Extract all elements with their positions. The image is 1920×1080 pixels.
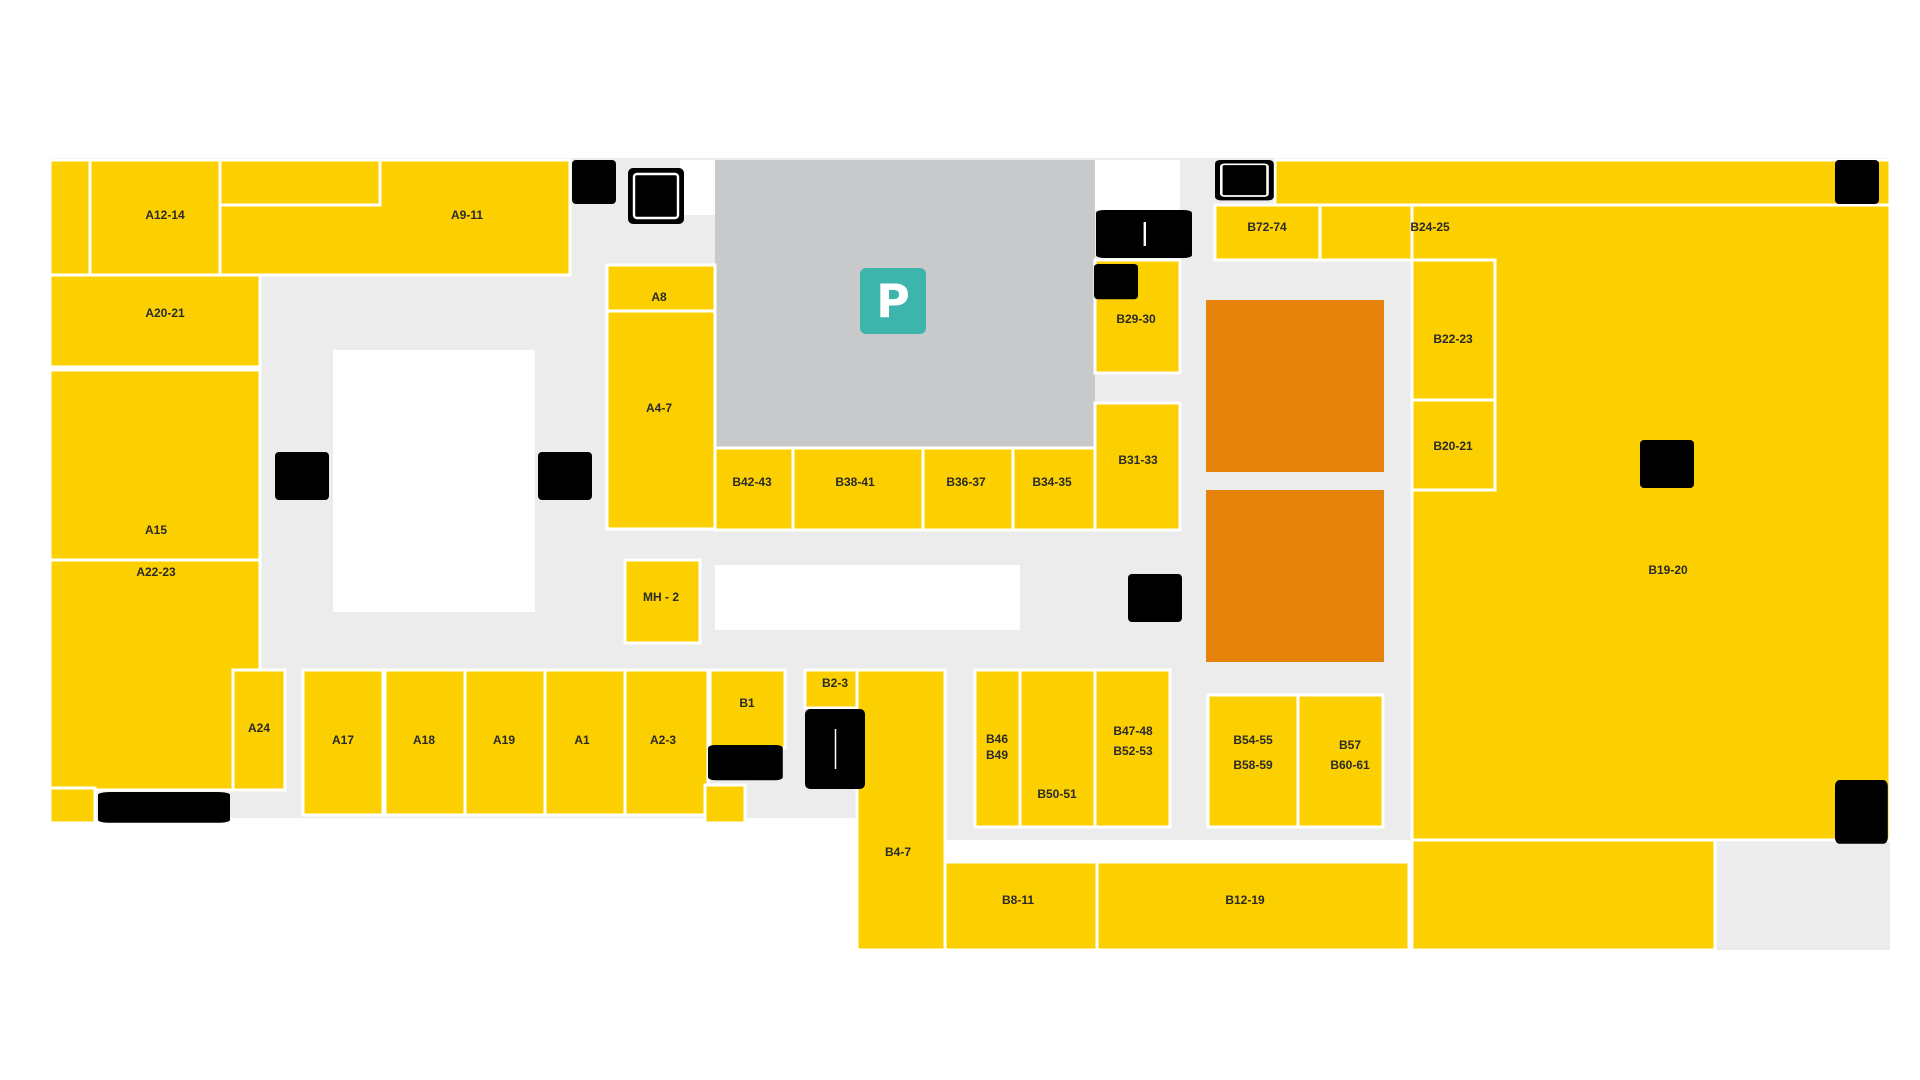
unit-b34-35[interactable] <box>1011 446 1097 532</box>
restroom-icon[interactable] <box>1094 208 1194 260</box>
unit-b-strip-top[interactable] <box>1273 158 1892 207</box>
unit-b38-41[interactable] <box>791 446 925 532</box>
unit-label: B34-35 <box>1032 475 1072 489</box>
unit-a-strip[interactable] <box>48 158 92 277</box>
escalator-icon[interactable] <box>1128 574 1182 622</box>
unit-label: A1 <box>574 733 590 747</box>
unit-label: B52-53 <box>1113 744 1153 758</box>
emergency-exit-icon[interactable] <box>572 160 616 204</box>
parking-label: P <box>876 274 910 328</box>
void-area <box>1095 160 1180 210</box>
unit-label: B60-61 <box>1330 758 1370 772</box>
unit-b54-55-b58-59[interactable] <box>1206 693 1300 829</box>
anchor-unit-lower[interactable] <box>1206 490 1384 662</box>
unit-a15[interactable] <box>48 368 262 564</box>
unit-mh-2[interactable] <box>623 558 702 645</box>
unit-label: B46 <box>986 732 1008 746</box>
unit-b4-7[interactable] <box>855 668 947 952</box>
unit-label: B22-23 <box>1433 332 1473 346</box>
unit-a9-11[interactable] <box>218 158 572 277</box>
unit-a12-14-upper[interactable] <box>218 158 382 207</box>
unit-a17[interactable] <box>301 668 385 817</box>
unit-label: B72-74 <box>1247 220 1287 234</box>
restroom-icon[interactable] <box>804 708 866 790</box>
unit-b47-48-b52-53[interactable] <box>1093 668 1172 829</box>
unit-b42-43[interactable] <box>713 446 795 532</box>
void-area <box>680 160 715 215</box>
unit-b19-20-lower[interactable] <box>1410 838 1717 952</box>
unit-b31-33[interactable] <box>1093 401 1182 532</box>
unit-label: A12-14 <box>145 208 185 222</box>
unit-a1[interactable] <box>543 668 627 817</box>
parking-icon[interactable]: P <box>860 268 926 334</box>
unit-label: A20-21 <box>145 306 185 320</box>
elevator-icon[interactable] <box>626 166 686 226</box>
unit-label: B12-19 <box>1225 893 1265 907</box>
unit-a24[interactable] <box>231 668 287 792</box>
unit-b50-51[interactable] <box>1018 668 1097 829</box>
unit-label: B31-33 <box>1118 453 1158 467</box>
unit-a4-7[interactable] <box>605 309 717 531</box>
unit-label: B36-37 <box>946 475 986 489</box>
unit-label: MH - 2 <box>643 590 679 604</box>
unit-group-b <box>703 158 1892 952</box>
unit-label: A4-7 <box>646 401 672 415</box>
unit-b20-21-nook[interactable] <box>1410 398 1497 492</box>
unit-labels: A12-14 A9-11 A20-21 A15 A22-23 A24 A17 A… <box>136 208 1688 907</box>
unit-a2-3[interactable] <box>623 668 710 817</box>
unit-label: B57 <box>1339 738 1361 752</box>
unit-label: B4-7 <box>885 845 911 859</box>
unit-label: B2-3 <box>822 676 848 690</box>
unit-label: B54-55 <box>1233 733 1273 747</box>
unit-b12-19[interactable] <box>1095 860 1411 952</box>
unit-b19-20[interactable] <box>1410 203 1892 842</box>
atrium-void <box>715 565 1020 630</box>
unit-a18[interactable] <box>383 668 467 817</box>
unit-label: B8-11 <box>1002 893 1034 907</box>
unit-label: B1 <box>739 696 755 710</box>
unit-a22-23[interactable] <box>48 558 262 792</box>
unit-b57-b60-61[interactable] <box>1296 693 1385 829</box>
unit-label: A8 <box>651 290 667 304</box>
unit-label: B38-41 <box>835 475 875 489</box>
unit-label: B49 <box>986 748 1008 762</box>
unit-label: A18 <box>413 733 435 747</box>
unit-b22-23-nook[interactable] <box>1410 258 1497 402</box>
emergency-exit-icon[interactable] <box>98 792 230 823</box>
unit-label: A19 <box>493 733 515 747</box>
unit-label: B20-21 <box>1433 439 1473 453</box>
unit-group-a <box>48 158 717 825</box>
elevator-icon[interactable] <box>1213 158 1276 202</box>
unit-a8[interactable] <box>605 263 717 315</box>
anchor-unit-upper[interactable] <box>1206 300 1384 472</box>
emergency-exit-icon[interactable] <box>1835 160 1879 204</box>
emergency-exit-icon[interactable] <box>708 745 783 781</box>
unit-label: A2-3 <box>650 733 676 747</box>
emergency-exit-icon[interactable] <box>1094 264 1138 300</box>
unit-label: B19-20 <box>1648 563 1688 577</box>
unit-label: A9-11 <box>451 208 483 222</box>
unit-label: A24 <box>248 721 270 735</box>
escalator-icon[interactable] <box>538 452 592 500</box>
unit-label: B29-30 <box>1116 312 1156 326</box>
unit-b1-annex[interactable] <box>703 783 747 825</box>
unit-a-corner[interactable] <box>48 786 97 825</box>
unit-a20-21[interactable] <box>48 273 262 369</box>
unit-label: B24-25 <box>1410 220 1450 234</box>
emergency-exit-icon[interactable] <box>1835 780 1888 844</box>
unit-label: A15 <box>145 523 167 537</box>
unit-label: B47-48 <box>1113 724 1153 738</box>
unit-label: A22-23 <box>136 565 176 579</box>
atrium-void <box>333 350 535 612</box>
unit-label: B50-51 <box>1037 787 1077 801</box>
unit-label: A17 <box>332 733 354 747</box>
unit-label: B58-59 <box>1233 758 1273 772</box>
escalator-icon[interactable] <box>275 452 329 500</box>
escalator-icon[interactable] <box>1640 440 1694 488</box>
unit-label: B42-43 <box>732 475 772 489</box>
